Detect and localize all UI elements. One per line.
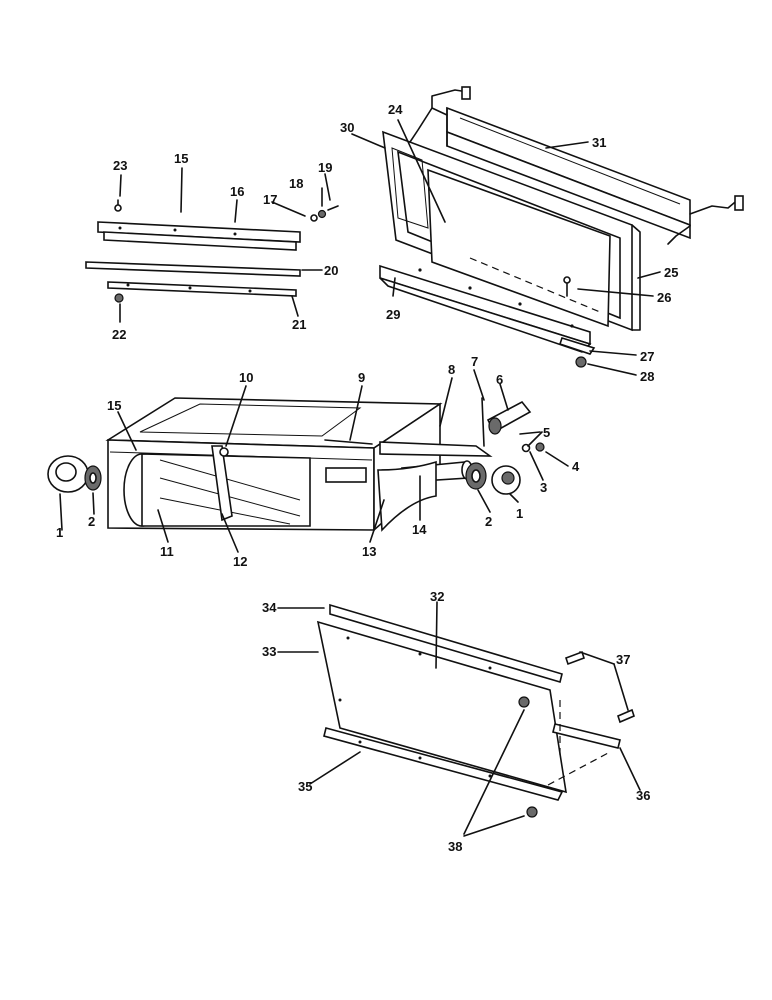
callout-30: 30 [340, 120, 354, 135]
callout-9: 9 [358, 370, 365, 385]
callout-21: 21 [292, 317, 306, 332]
callout-2-right: 2 [485, 514, 492, 529]
callout-24: 24 [388, 102, 403, 117]
callout-35: 35 [298, 779, 312, 794]
callout-15: 15 [174, 151, 188, 166]
callout-17: 17 [263, 192, 277, 207]
callout-12: 12 [233, 554, 247, 569]
callout-25: 25 [664, 265, 678, 280]
callout-26: 26 [657, 290, 671, 305]
callout-19: 19 [318, 160, 332, 175]
seal-strip-set [85, 199, 339, 303]
callout-37: 37 [616, 652, 630, 667]
callout-1-left: 1 [56, 525, 63, 540]
callout-7: 7 [471, 354, 478, 369]
callout-labels: 30 24 31 25 26 29 27 28 23 15 16 17 18 1… [56, 102, 678, 854]
callout-14: 14 [412, 522, 427, 537]
callout-10: 10 [239, 370, 253, 385]
callout-29: 29 [386, 307, 400, 322]
callout-5: 5 [543, 425, 550, 440]
callout-6: 6 [496, 372, 503, 387]
callout-16: 16 [230, 184, 244, 199]
callout-18: 18 [289, 176, 303, 191]
callout-1-right: 1 [516, 506, 523, 521]
callout-3: 3 [540, 480, 547, 495]
blower-housing-assembly [47, 397, 545, 532]
heater-frame-assembly [379, 86, 744, 368]
callout-15-mid: 15 [107, 398, 121, 413]
callout-23: 23 [113, 158, 127, 173]
callout-20: 20 [324, 263, 338, 278]
callout-11: 11 [160, 544, 174, 559]
callout-2-left: 2 [88, 514, 95, 529]
callout-13: 13 [362, 544, 376, 559]
callout-34: 34 [262, 600, 277, 615]
callout-4: 4 [572, 459, 580, 474]
callout-8: 8 [448, 362, 455, 377]
callout-22: 22 [112, 327, 126, 342]
callout-38: 38 [448, 839, 462, 854]
leader-lines [59, 119, 661, 837]
callout-28: 28 [640, 369, 654, 384]
callout-27: 27 [640, 349, 654, 364]
callout-36: 36 [636, 788, 650, 803]
callout-33: 33 [262, 644, 276, 659]
callout-31: 31 [592, 135, 606, 150]
callout-32: 32 [430, 589, 444, 604]
cover-panel-assembly [316, 603, 635, 818]
